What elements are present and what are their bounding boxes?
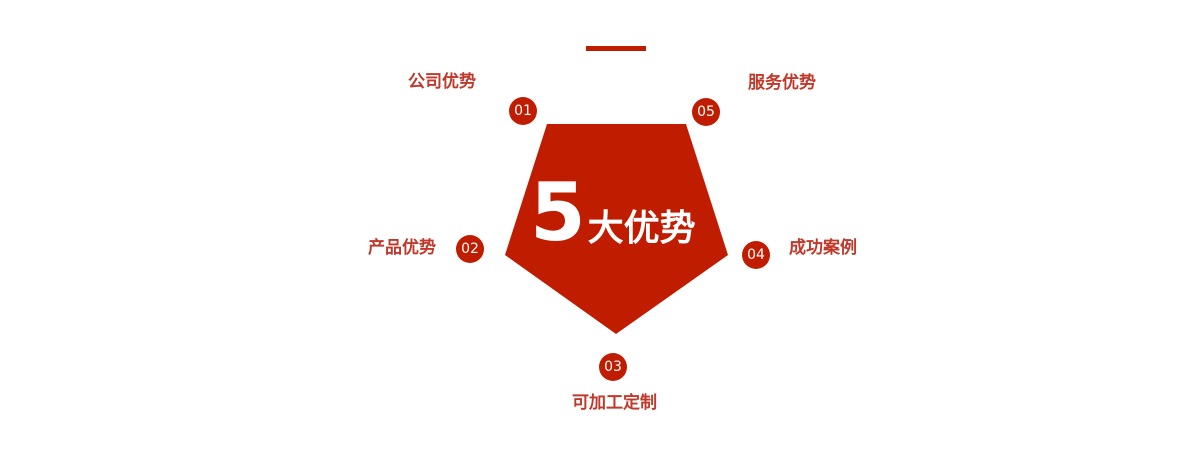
- badge-01: 01: [509, 97, 537, 125]
- label-company-advantage: 公司优势: [408, 72, 476, 92]
- badge-04: 04: [742, 241, 770, 269]
- title-number: 5: [530, 166, 586, 259]
- badge-03: 03: [599, 353, 627, 381]
- label-customization: 可加工定制: [572, 393, 657, 413]
- label-success-cases: 成功案例: [789, 238, 857, 258]
- center-title: 5 大优势: [530, 168, 696, 258]
- badge-02: 02: [456, 235, 484, 263]
- title-text: 大优势: [587, 208, 696, 249]
- badge-05: 05: [692, 98, 720, 126]
- top-decorative-bar: [586, 46, 646, 51]
- label-service-advantage: 服务优势: [748, 73, 816, 93]
- label-product-advantage: 产品优势: [368, 238, 436, 258]
